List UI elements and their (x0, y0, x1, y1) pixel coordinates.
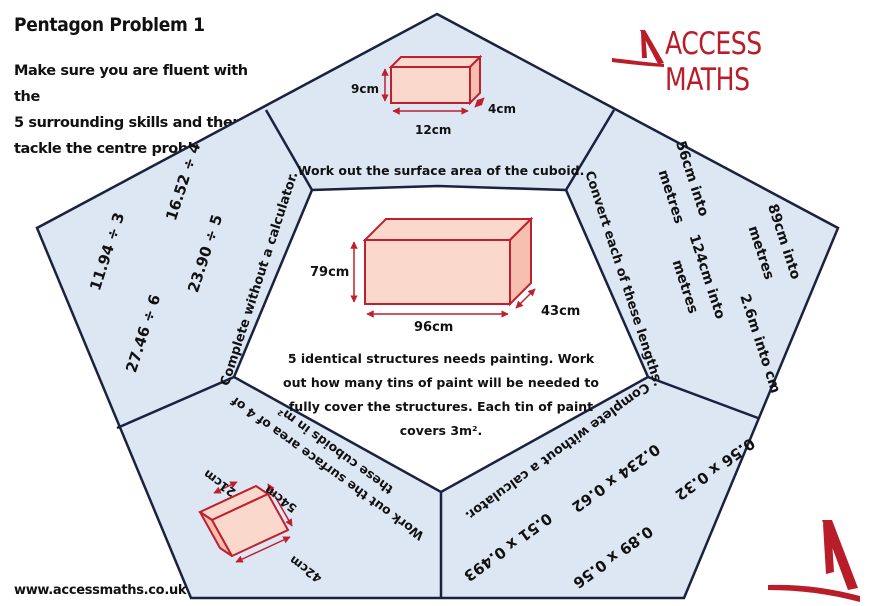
centre-problem-line: fully cover the structures. Each tin of … (289, 399, 593, 414)
divider-line (647, 375, 759, 420)
intro-line: Make sure you are fluent with the (14, 63, 248, 105)
centre-problem-line: 5 identical structures needs painting. W… (288, 351, 595, 366)
corner-logo-mark-icon (768, 520, 860, 602)
centre-height-label: 79cm (310, 265, 349, 280)
page-title: Pentagon Problem 1 (14, 14, 205, 36)
top-height-label: 9cm (351, 82, 379, 96)
intro-line: 5 surrounding skills and then (14, 115, 243, 131)
logo-mark-icon (612, 30, 664, 67)
centre-length-label: 96cm (414, 320, 453, 335)
top-instruction: Work out the surface area of the cuboid. (298, 163, 585, 178)
divider-line (264, 109, 314, 191)
divider-line (564, 109, 616, 191)
centre-problem-line: out how many tins of paint will be neede… (283, 375, 599, 390)
centre-problem-line: covers 3m². (400, 423, 483, 438)
intro-line: tackle the centre problem! (14, 141, 223, 157)
top-depth-label: 4cm (488, 102, 516, 116)
centre-depth-label: 43cm (541, 304, 580, 319)
top-length-label: 12cm (415, 123, 451, 137)
intro-text: Make sure you are fluent with the 5 surr… (14, 58, 254, 162)
bottom-left-cuboid (197, 481, 293, 563)
footer-url[interactable]: www.accessmaths.co.uk (14, 583, 187, 598)
logo-text: ACCESS MATHS (665, 26, 762, 98)
top-cuboid (381, 54, 485, 115)
divider-line (116, 375, 235, 430)
centre-cuboid (350, 216, 536, 318)
